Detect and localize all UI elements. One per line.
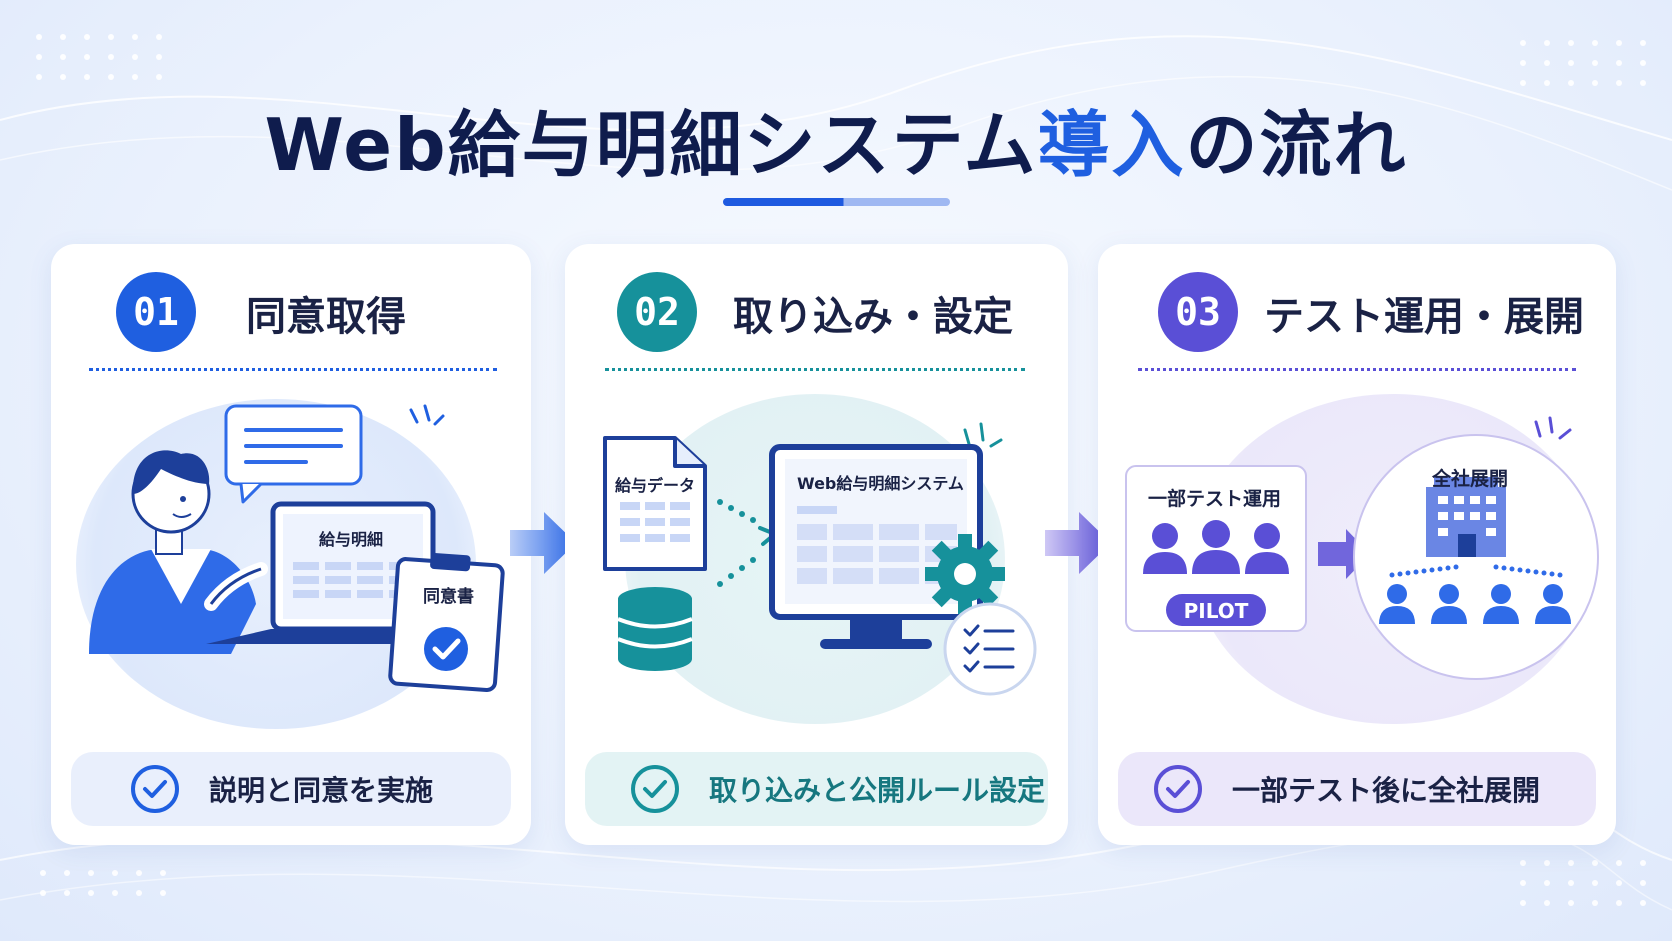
database-icon bbox=[617, 587, 693, 671]
decor-dots-bottom-right bbox=[1520, 860, 1650, 906]
sparkle-icon bbox=[409, 404, 445, 426]
step-number-2: 02 bbox=[617, 272, 697, 352]
step-summary-text-3: 一部テスト後に全社展開 bbox=[1232, 774, 1541, 807]
title-accent: 導入 bbox=[1037, 103, 1186, 187]
illustration-2 bbox=[603, 422, 1037, 696]
illustration-1 bbox=[89, 404, 505, 693]
step-card-3: 03 テスト運用・展開 bbox=[1098, 244, 1616, 845]
pilot-title: 一部テスト運用 bbox=[1148, 488, 1282, 510]
step-divider-2 bbox=[605, 368, 1025, 371]
step-summary-3: 一部テスト後に全社展開 bbox=[1118, 752, 1596, 826]
page-title: Web給与明細システム導入の流れ bbox=[0, 86, 1672, 191]
decor-dots-bottom-left bbox=[40, 870, 170, 896]
step-title-2: 取り込み・設定 bbox=[733, 294, 1013, 340]
group-icon bbox=[1143, 520, 1289, 574]
checklist-icon bbox=[943, 602, 1037, 696]
title-underline bbox=[723, 198, 950, 206]
flow-dots bbox=[717, 499, 777, 587]
step-divider-3 bbox=[1138, 368, 1576, 371]
sparkle-icon bbox=[963, 422, 1003, 448]
check-icon bbox=[1154, 765, 1202, 813]
monitor-label: Web給与明細システム bbox=[797, 474, 964, 493]
step-title-3: テスト運用・展開 bbox=[1264, 294, 1584, 340]
illustration-3 bbox=[1125, 416, 1599, 680]
pilot-badge: PILOT bbox=[1183, 599, 1249, 623]
step-title-1: 同意取得 bbox=[246, 294, 406, 340]
step-header-1: 01 同意取得 bbox=[51, 244, 531, 384]
gear-icon bbox=[925, 534, 1005, 614]
step-header-2: 02 取り込み・設定 bbox=[565, 244, 1068, 384]
step-divider-1 bbox=[89, 368, 497, 371]
arrow-right-icon bbox=[1045, 512, 1111, 574]
check-icon bbox=[131, 765, 179, 813]
step-summary-2: 取り込みと公開ルール設定 bbox=[585, 752, 1048, 826]
document-label: 給与データ bbox=[615, 476, 696, 495]
step-number-3: 03 bbox=[1158, 272, 1238, 352]
decor-dots-top-left bbox=[36, 34, 166, 80]
step-summary-text-2: 取り込みと公開ルール設定 bbox=[709, 774, 1046, 807]
laptop-label: 給与明細 bbox=[319, 530, 384, 549]
title-tail: の流れ bbox=[1185, 103, 1408, 187]
step-summary-text-1: 説明と同意を実施 bbox=[209, 774, 434, 807]
employees-icon bbox=[1379, 584, 1571, 624]
arrow-right-icon bbox=[510, 512, 576, 574]
person-icon bbox=[89, 450, 268, 654]
step-card-2: 02 取り込み・設定 bbox=[565, 244, 1068, 845]
title-main: Web給与明細システム bbox=[264, 103, 1038, 187]
sparkle-icon bbox=[1534, 416, 1572, 440]
rollout-title: 全社展開 bbox=[1432, 468, 1509, 490]
decor-dots-top-right bbox=[1520, 40, 1650, 86]
building-icon bbox=[1426, 477, 1506, 557]
clipboard-icon bbox=[388, 553, 505, 693]
step-card-1: 01 同意取得 bbox=[51, 244, 531, 845]
step-number-1: 01 bbox=[116, 272, 196, 352]
step-summary-1: 説明と同意を実施 bbox=[71, 752, 511, 826]
speech-bubble-icon bbox=[224, 404, 363, 504]
laptop-icon bbox=[206, 501, 471, 644]
check-icon bbox=[631, 765, 679, 813]
clipboard-label: 同意書 bbox=[423, 587, 474, 607]
step-header-3: 03 テスト運用・展開 bbox=[1098, 244, 1616, 384]
document-icon bbox=[603, 436, 707, 571]
